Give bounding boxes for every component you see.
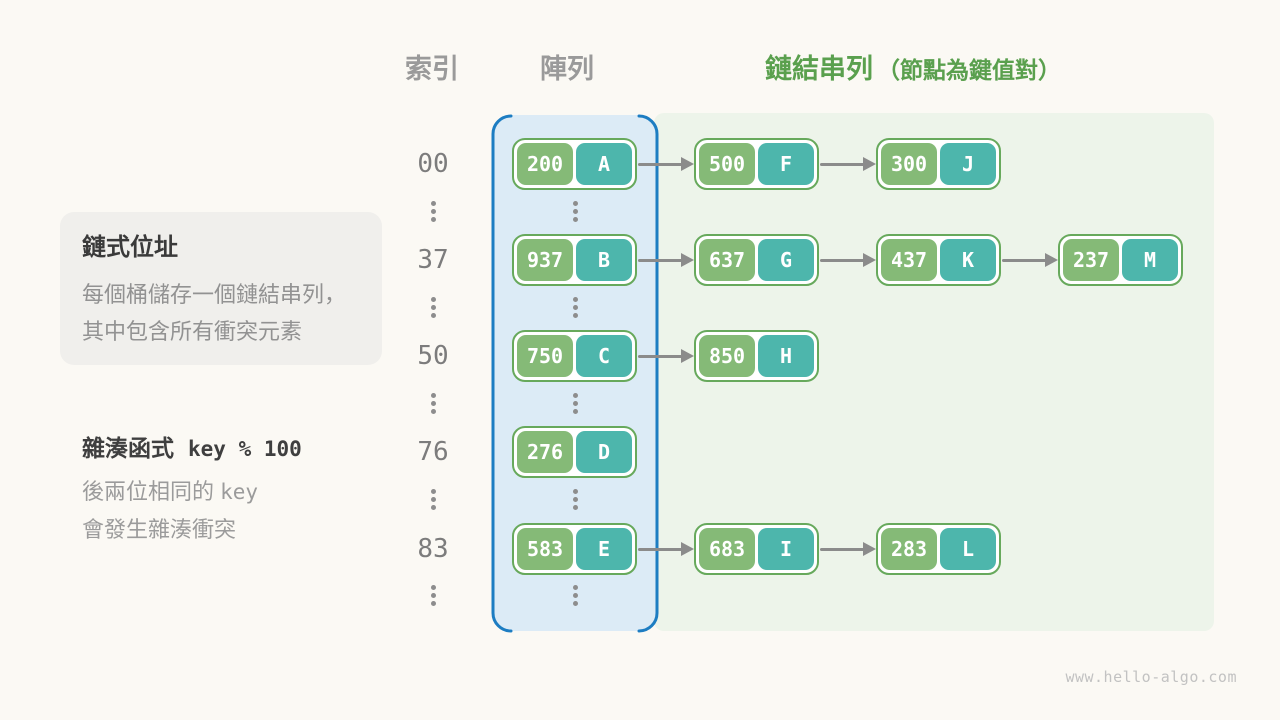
next-pointer-arrow-icon bbox=[819, 523, 876, 575]
node-key: 437 bbox=[881, 239, 937, 281]
hash-note-line: 會發生雜湊衝突 bbox=[82, 517, 237, 542]
info-box-body: 每個桶儲存一個鏈結串列， 其中包含所有衝突元素 bbox=[82, 276, 358, 350]
bucket-index-label: 00 bbox=[417, 149, 449, 179]
linked-list-header: 鏈結串列 （節點為鍵值對） bbox=[765, 52, 1061, 87]
linked-list-header-note: （節點為鍵值對） bbox=[877, 57, 1061, 83]
info-box-title: 鏈式位址 bbox=[82, 234, 178, 261]
node-value: E bbox=[576, 528, 632, 570]
node-key: 500 bbox=[699, 143, 755, 185]
vertical-ellipsis-icon bbox=[572, 393, 578, 414]
node-value: C bbox=[576, 335, 632, 377]
hash-note-code: key bbox=[220, 480, 259, 504]
vertical-ellipsis-icon bbox=[430, 585, 436, 606]
key-value-node: 237 M bbox=[1058, 234, 1183, 286]
node-value: D bbox=[576, 431, 632, 473]
key-value-node: 850 H bbox=[694, 330, 819, 382]
node-value: J bbox=[940, 143, 996, 185]
vertical-ellipsis-icon bbox=[430, 201, 436, 222]
bucket-index-label: 76 bbox=[417, 437, 449, 467]
node-key: 300 bbox=[881, 143, 937, 185]
bucket-row: 583 E 683 I 283 L bbox=[512, 523, 1001, 575]
next-pointer-arrow-icon bbox=[637, 234, 694, 286]
hash-function-label: 雜湊函式 bbox=[82, 435, 174, 461]
node-key: 583 bbox=[517, 528, 573, 570]
node-key: 637 bbox=[699, 239, 755, 281]
bucket-row: 276 D bbox=[512, 426, 637, 478]
vertical-ellipsis-icon bbox=[572, 201, 578, 222]
key-value-node: 500 F bbox=[694, 138, 819, 190]
hash-function-note: 雜湊函式 key % 100 後兩位相同的 key 會發生雜湊衝突 bbox=[82, 432, 402, 549]
linked-list-header-label: 鏈結串列 bbox=[765, 54, 873, 84]
next-pointer-arrow-icon bbox=[819, 234, 876, 286]
node-value: H bbox=[758, 335, 814, 377]
vertical-ellipsis-icon bbox=[572, 489, 578, 510]
vertical-ellipsis-icon bbox=[430, 297, 436, 318]
bucket-row: 937 B 637 G 437 K 237 M bbox=[512, 234, 1183, 286]
node-value: F bbox=[758, 143, 814, 185]
bucket-row: 200 A 500 F 300 J bbox=[512, 138, 1001, 190]
array-column-header: 陣列 bbox=[540, 54, 594, 84]
key-value-node: 437 K bbox=[876, 234, 1001, 286]
chaining-info-box: 鏈式位址 每個桶儲存一個鏈結串列， 其中包含所有衝突元素 bbox=[60, 212, 382, 365]
hash-function-title: 雜湊函式 key % 100 bbox=[82, 432, 402, 465]
key-value-node: 683 I bbox=[694, 523, 819, 575]
vertical-ellipsis-icon bbox=[430, 489, 436, 510]
next-pointer-arrow-icon bbox=[819, 138, 876, 190]
next-pointer-arrow-icon bbox=[1001, 234, 1058, 286]
bucket-index-label: 50 bbox=[417, 341, 449, 371]
bucket-index-label: 83 bbox=[417, 534, 449, 564]
info-box-line: 其中包含所有衝突元素 bbox=[82, 319, 303, 344]
node-value: I bbox=[758, 528, 814, 570]
hash-note-line: 後兩位相同的 key bbox=[82, 473, 402, 511]
info-box-line: 每個桶儲存一個鏈結串列， bbox=[82, 282, 347, 307]
hash-function-formula: key % 100 bbox=[188, 437, 302, 461]
hash-note-text: 後兩位相同的 bbox=[82, 479, 215, 504]
key-value-node: 300 J bbox=[876, 138, 1001, 190]
node-value: L bbox=[940, 528, 996, 570]
vertical-ellipsis-icon bbox=[572, 585, 578, 606]
vertical-ellipsis-icon bbox=[572, 297, 578, 318]
bucket-index-label: 37 bbox=[417, 245, 449, 275]
node-key: 237 bbox=[1063, 239, 1119, 281]
node-key: 750 bbox=[517, 335, 573, 377]
key-value-node: 937 B bbox=[512, 234, 637, 286]
node-value: M bbox=[1122, 239, 1178, 281]
key-value-node: 276 D bbox=[512, 426, 637, 478]
node-value: G bbox=[758, 239, 814, 281]
node-key: 283 bbox=[881, 528, 937, 570]
next-pointer-arrow-icon bbox=[637, 138, 694, 190]
node-value: A bbox=[576, 143, 632, 185]
key-value-node: 200 A bbox=[512, 138, 637, 190]
vertical-ellipsis-icon bbox=[430, 393, 436, 414]
node-key: 276 bbox=[517, 431, 573, 473]
node-value: K bbox=[940, 239, 996, 281]
node-key: 200 bbox=[517, 143, 573, 185]
key-value-node: 750 C bbox=[512, 330, 637, 382]
key-value-node: 583 E bbox=[512, 523, 637, 575]
node-value: B bbox=[576, 239, 632, 281]
key-value-node: 637 G bbox=[694, 234, 819, 286]
website-watermark: www.hello-algo.com bbox=[1065, 668, 1237, 686]
next-pointer-arrow-icon bbox=[637, 523, 694, 575]
bucket-row: 750 C 850 H bbox=[512, 330, 819, 382]
key-value-node: 283 L bbox=[876, 523, 1001, 575]
index-column-header: 索引 bbox=[405, 54, 459, 84]
next-pointer-arrow-icon bbox=[637, 330, 694, 382]
node-key: 937 bbox=[517, 239, 573, 281]
array-bracket-outline bbox=[491, 114, 659, 633]
node-key: 683 bbox=[699, 528, 755, 570]
node-key: 850 bbox=[699, 335, 755, 377]
